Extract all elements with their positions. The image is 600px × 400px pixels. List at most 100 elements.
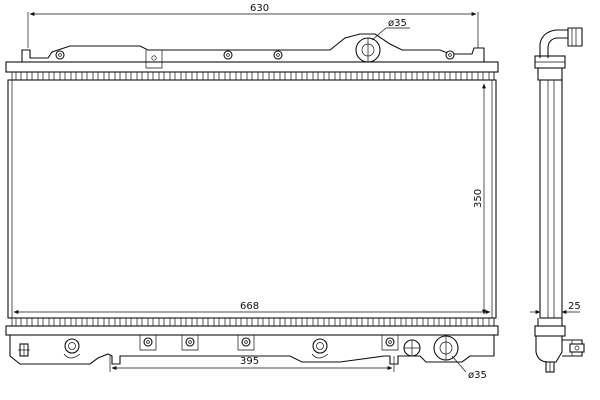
tank-tooth — [114, 71, 121, 81]
tank-tooth — [213, 317, 220, 327]
tank-tooth — [59, 317, 66, 327]
tank-tooth — [81, 317, 88, 327]
tank-tooth — [455, 317, 462, 327]
tank-tooth — [334, 71, 341, 81]
tank-tooth — [422, 317, 429, 327]
tank-tooth — [158, 317, 165, 327]
bottom-tank: ø35 395 — [5, 317, 499, 381]
tank-tooth — [158, 71, 165, 81]
tank-tooth — [246, 317, 253, 327]
top-tank-rivets — [55, 50, 455, 60]
tank-tooth — [246, 71, 253, 81]
tank-tooth — [202, 71, 209, 81]
tank-tooth — [37, 317, 44, 327]
tank-tooth — [103, 317, 110, 327]
sensor-plug — [403, 339, 421, 357]
tank-tooth — [444, 71, 451, 81]
tank-tooth — [367, 317, 374, 327]
dimension-core-height-label: 350 — [473, 189, 484, 208]
bottom-tank-teeth — [15, 317, 495, 327]
tank-tooth — [136, 317, 143, 327]
tank-tooth — [389, 71, 396, 81]
tank-tooth — [466, 71, 473, 81]
tank-tooth — [268, 71, 275, 81]
tank-tooth — [455, 71, 462, 81]
tank-tooth — [422, 71, 429, 81]
tank-tooth — [235, 71, 242, 81]
tank-tooth — [378, 71, 385, 81]
tank-tooth — [15, 317, 22, 327]
dimension-top-width-label: 630 — [250, 3, 269, 14]
tank-tooth — [37, 71, 44, 81]
tank-tooth — [400, 317, 407, 327]
outlet-pipe-diameter-label: ø35 — [468, 370, 487, 381]
lower-mount-left — [63, 338, 81, 359]
outlet-pipe — [433, 335, 459, 361]
tank-tooth — [180, 317, 187, 327]
tank-tooth — [290, 71, 297, 81]
tank-tooth — [136, 71, 143, 81]
tank-tooth — [224, 71, 231, 81]
tank-tooth — [26, 317, 33, 327]
tank-tooth — [334, 317, 341, 327]
front-view: 630 ø35 — [5, 3, 499, 381]
tank-tooth — [103, 71, 110, 81]
tank-tooth — [257, 317, 264, 327]
tank-tooth — [323, 317, 330, 327]
lower-mount-right — [311, 338, 329, 359]
tank-tooth — [312, 71, 319, 81]
dimension-outlet-spacing-label: 395 — [240, 356, 259, 367]
tank-tooth — [235, 317, 242, 327]
tank-tooth — [70, 71, 77, 81]
dimension-top-width: 630 — [27, 3, 479, 48]
tank-tooth — [433, 71, 440, 81]
tank-tooth — [477, 71, 484, 81]
tank-tooth — [301, 71, 308, 81]
tank-tooth — [488, 317, 495, 327]
filler-neck-diameter-label: ø35 — [388, 18, 407, 29]
tank-tooth — [466, 317, 473, 327]
tank-tooth — [279, 71, 286, 81]
tank-tooth — [356, 317, 363, 327]
tank-tooth — [191, 317, 198, 327]
tank-tooth — [15, 71, 22, 81]
bottom-tank-rivets — [143, 337, 395, 347]
tank-tooth — [191, 71, 198, 81]
tank-tooth — [345, 317, 352, 327]
tank-tooth — [180, 71, 187, 81]
tank-tooth — [488, 71, 495, 81]
tank-tooth — [92, 317, 99, 327]
tank-tooth — [279, 317, 286, 327]
tank-tooth — [48, 317, 55, 327]
tank-tooth — [81, 71, 88, 81]
tank-tooth — [433, 317, 440, 327]
tank-tooth — [202, 317, 209, 327]
tank-tooth — [125, 317, 132, 327]
drain-plug — [18, 343, 30, 357]
tank-tooth — [169, 317, 176, 327]
tank-tooth — [367, 71, 374, 81]
tank-tooth — [356, 71, 363, 81]
tank-tooth — [59, 71, 66, 81]
tank-tooth — [147, 71, 154, 81]
tank-tooth — [411, 317, 418, 327]
tank-tooth — [147, 317, 154, 327]
tank-tooth — [92, 71, 99, 81]
tank-tooth — [213, 71, 220, 81]
filler-neck — [355, 37, 381, 63]
tank-tooth — [378, 317, 385, 327]
tank-tooth — [411, 71, 418, 81]
tank-tooth — [268, 317, 275, 327]
tank-tooth — [125, 71, 132, 81]
tank-tooth — [70, 317, 77, 327]
top-tank: ø35 — [5, 18, 499, 81]
top-tank-teeth — [15, 71, 495, 81]
tank-tooth — [312, 317, 319, 327]
tank-tooth — [290, 317, 297, 327]
tank-tooth — [224, 317, 231, 327]
tank-tooth — [301, 317, 308, 327]
tank-tooth — [26, 71, 33, 81]
side-view: 25 — [530, 27, 585, 373]
tank-tooth — [444, 317, 451, 327]
